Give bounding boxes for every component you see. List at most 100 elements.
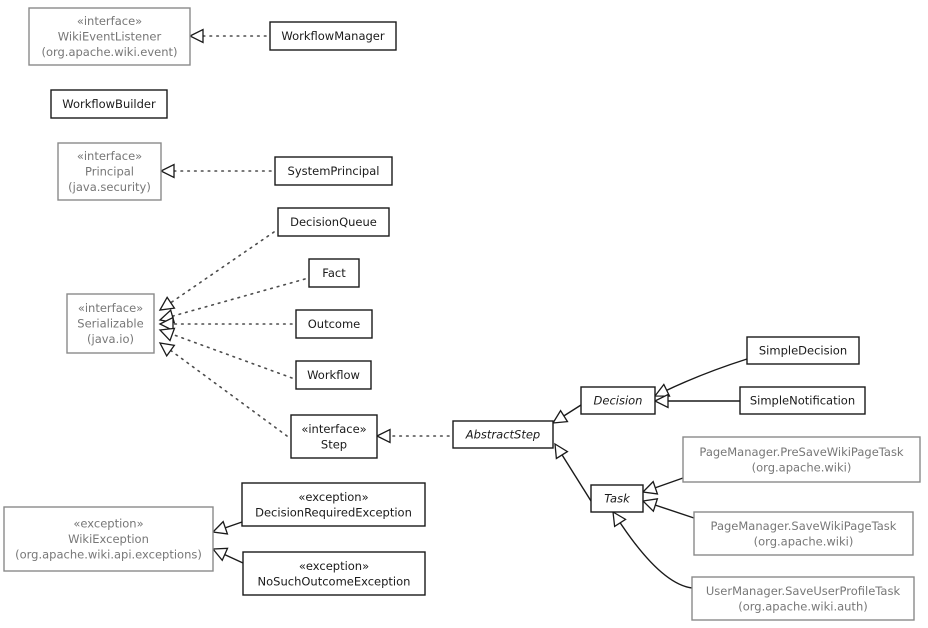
edge-systemprincipal-to-principal [159, 163, 272, 179]
edge-line [648, 502, 695, 519]
class-box-frame [691, 576, 915, 621]
arrowhead-hollow-triangle [554, 442, 569, 460]
class-box-frame [295, 360, 372, 390]
edge-line [616, 517, 693, 589]
arrowhead-hollow-triangle [158, 342, 176, 358]
class-box-frame [241, 482, 426, 527]
class-box-text-line: AbstractStep [465, 428, 540, 442]
class-box-simpledecision[interactable]: SimpleDecision [746, 336, 860, 365]
class-box-text-line: «exception» [299, 559, 369, 573]
class-box-text-line: Serializable [77, 317, 143, 331]
edge-line [660, 358, 748, 394]
class-box-text-line: Task [604, 492, 631, 506]
class-box-decision[interactable]: Decision [580, 386, 656, 415]
class-box-text-line: WorkflowBuilder [62, 97, 156, 111]
arrowhead-hollow-triangle [375, 428, 391, 444]
edge-line [558, 449, 592, 502]
class-box-text-line: DecisionRequiredException [255, 505, 412, 519]
class-box-fact[interactable]: Fact [308, 258, 360, 288]
class-box-text-line: (org.apache.wiki.auth) [738, 599, 867, 613]
edge-simplenotification-to-decision [653, 393, 740, 409]
edge-task-to-abstractstep [554, 442, 592, 502]
edge-line [165, 346, 288, 437]
class-box-frame [452, 420, 554, 449]
class-box-text-line: «interface» [78, 301, 143, 315]
class-box-task[interactable]: Task [590, 484, 644, 513]
class-box-text-line: Workflow [307, 368, 360, 382]
edges-layer [158, 28, 748, 589]
class-box-text-line: SimpleNotification [750, 394, 855, 408]
class-box-text-line: «exception» [73, 517, 143, 531]
class-box-text-line: «interface» [301, 422, 366, 436]
class-box-frame [274, 156, 393, 186]
class-box-text-line: Fact [322, 266, 346, 280]
arrowhead-hollow-triangle [158, 296, 176, 311]
class-box-text-line: (org.apache.wiki.event) [41, 45, 177, 59]
class-box-abstractstep[interactable]: AbstractStep [452, 420, 554, 449]
class-box-workflow[interactable]: Workflow [295, 360, 372, 390]
arrowhead-hollow-triangle [653, 393, 669, 409]
edge-step-to-serializable [158, 342, 288, 437]
class-box-frame [3, 506, 214, 572]
class-box-frame [28, 7, 191, 66]
class-box-frame [277, 207, 390, 237]
class-box-frame [242, 551, 426, 596]
class-box-wikieventlistener[interactable]: «interface»WikiEventListener(org.apache.… [28, 7, 191, 66]
class-box-text-line: NoSuchOutcomeException [258, 574, 411, 588]
class-box-text-line: WorkflowManager [281, 29, 384, 43]
arrowhead-hollow-triangle [159, 163, 175, 179]
class-box-wikiexception[interactable]: «exception»WikiException(org.apache.wiki… [3, 506, 214, 572]
class-box-frame [66, 293, 155, 354]
edge-savewikipagetask-to-task [641, 498, 695, 519]
class-box-text-line: DecisionQueue [290, 215, 377, 229]
class-box-frame [57, 142, 162, 201]
class-box-frame [308, 258, 360, 288]
class-box-workflowmanager[interactable]: WorkflowManager [269, 21, 397, 51]
class-box-frame [290, 414, 378, 459]
edge-nosuchoutcomeexception-to-wikiexception [211, 547, 244, 564]
class-box-text-line: Step [321, 437, 347, 451]
arrowhead-hollow-triangle [158, 316, 174, 332]
nodes-layer: «interface»WikiEventListener(org.apache.… [3, 7, 921, 621]
class-box-nosuchoutcomeexception[interactable]: «exception»NoSuchOutcomeException [242, 551, 426, 596]
class-box-text-line: «exception» [298, 490, 368, 504]
class-box-systemprincipal[interactable]: SystemPrincipal [274, 156, 393, 186]
arrowhead-hollow-triangle [641, 480, 659, 495]
class-box-step[interactable]: «interface»Step [290, 414, 378, 459]
arrowhead-hollow-triangle [641, 498, 659, 513]
arrowhead-hollow-triangle [211, 520, 229, 535]
class-box-text-line: (java.security) [68, 180, 151, 194]
class-box-outcome[interactable]: Outcome [295, 309, 373, 339]
class-box-text-line: «interface» [77, 149, 142, 163]
edge-workflowmanager-to-wikieventlistener [188, 28, 267, 44]
class-box-frame [269, 21, 397, 51]
class-box-presavewikipagetask[interactable]: PageManager.PreSaveWikiPageTask(org.apac… [682, 436, 921, 483]
arrowhead-hollow-triangle [188, 28, 204, 44]
edge-outcome-to-serializable [158, 316, 293, 332]
class-box-decisionrequiredexception[interactable]: «exception»DecisionRequiredException [241, 482, 426, 527]
class-box-frame [295, 309, 373, 339]
class-box-text-line: PageManager.PreSaveWikiPageTask [699, 445, 904, 459]
class-box-savewikipagetask[interactable]: PageManager.SaveWikiPageTask(org.apache.… [693, 511, 914, 556]
arrowhead-hollow-triangle [211, 547, 229, 562]
class-box-workflowbuilder[interactable]: WorkflowBuilder [50, 89, 168, 119]
class-box-principal[interactable]: «interface»Principal(java.security) [57, 142, 162, 201]
arrowhead-hollow-triangle [612, 510, 627, 528]
edge-decisionqueue-to-serializable [158, 231, 275, 311]
edge-saveuserprofiletask-to-task [612, 510, 693, 589]
class-box-saveuserprofiletask[interactable]: UserManager.SaveUserProfileTask(org.apac… [691, 576, 915, 621]
class-box-text-line: (org.apache.wiki) [752, 460, 852, 474]
class-box-serializable[interactable]: «interface»Serializable(java.io) [66, 293, 155, 354]
arrowhead-hollow-triangle [551, 409, 569, 424]
class-box-text-line: SystemPrincipal [288, 164, 380, 178]
edge-simpledecision-to-decision [653, 358, 748, 397]
edge-presavewikipagetask-to-task [641, 477, 684, 495]
class-box-frame [590, 484, 644, 513]
class-box-simplenotification[interactable]: SimpleNotification [739, 386, 866, 415]
class-box-text-line: PageManager.SaveWikiPageTask [711, 519, 897, 533]
class-box-frame [739, 386, 866, 415]
class-box-text-line: WikiException [68, 532, 149, 546]
edge-decision-to-abstractstep [551, 404, 582, 424]
class-box-decisionqueue[interactable]: DecisionQueue [277, 207, 390, 237]
